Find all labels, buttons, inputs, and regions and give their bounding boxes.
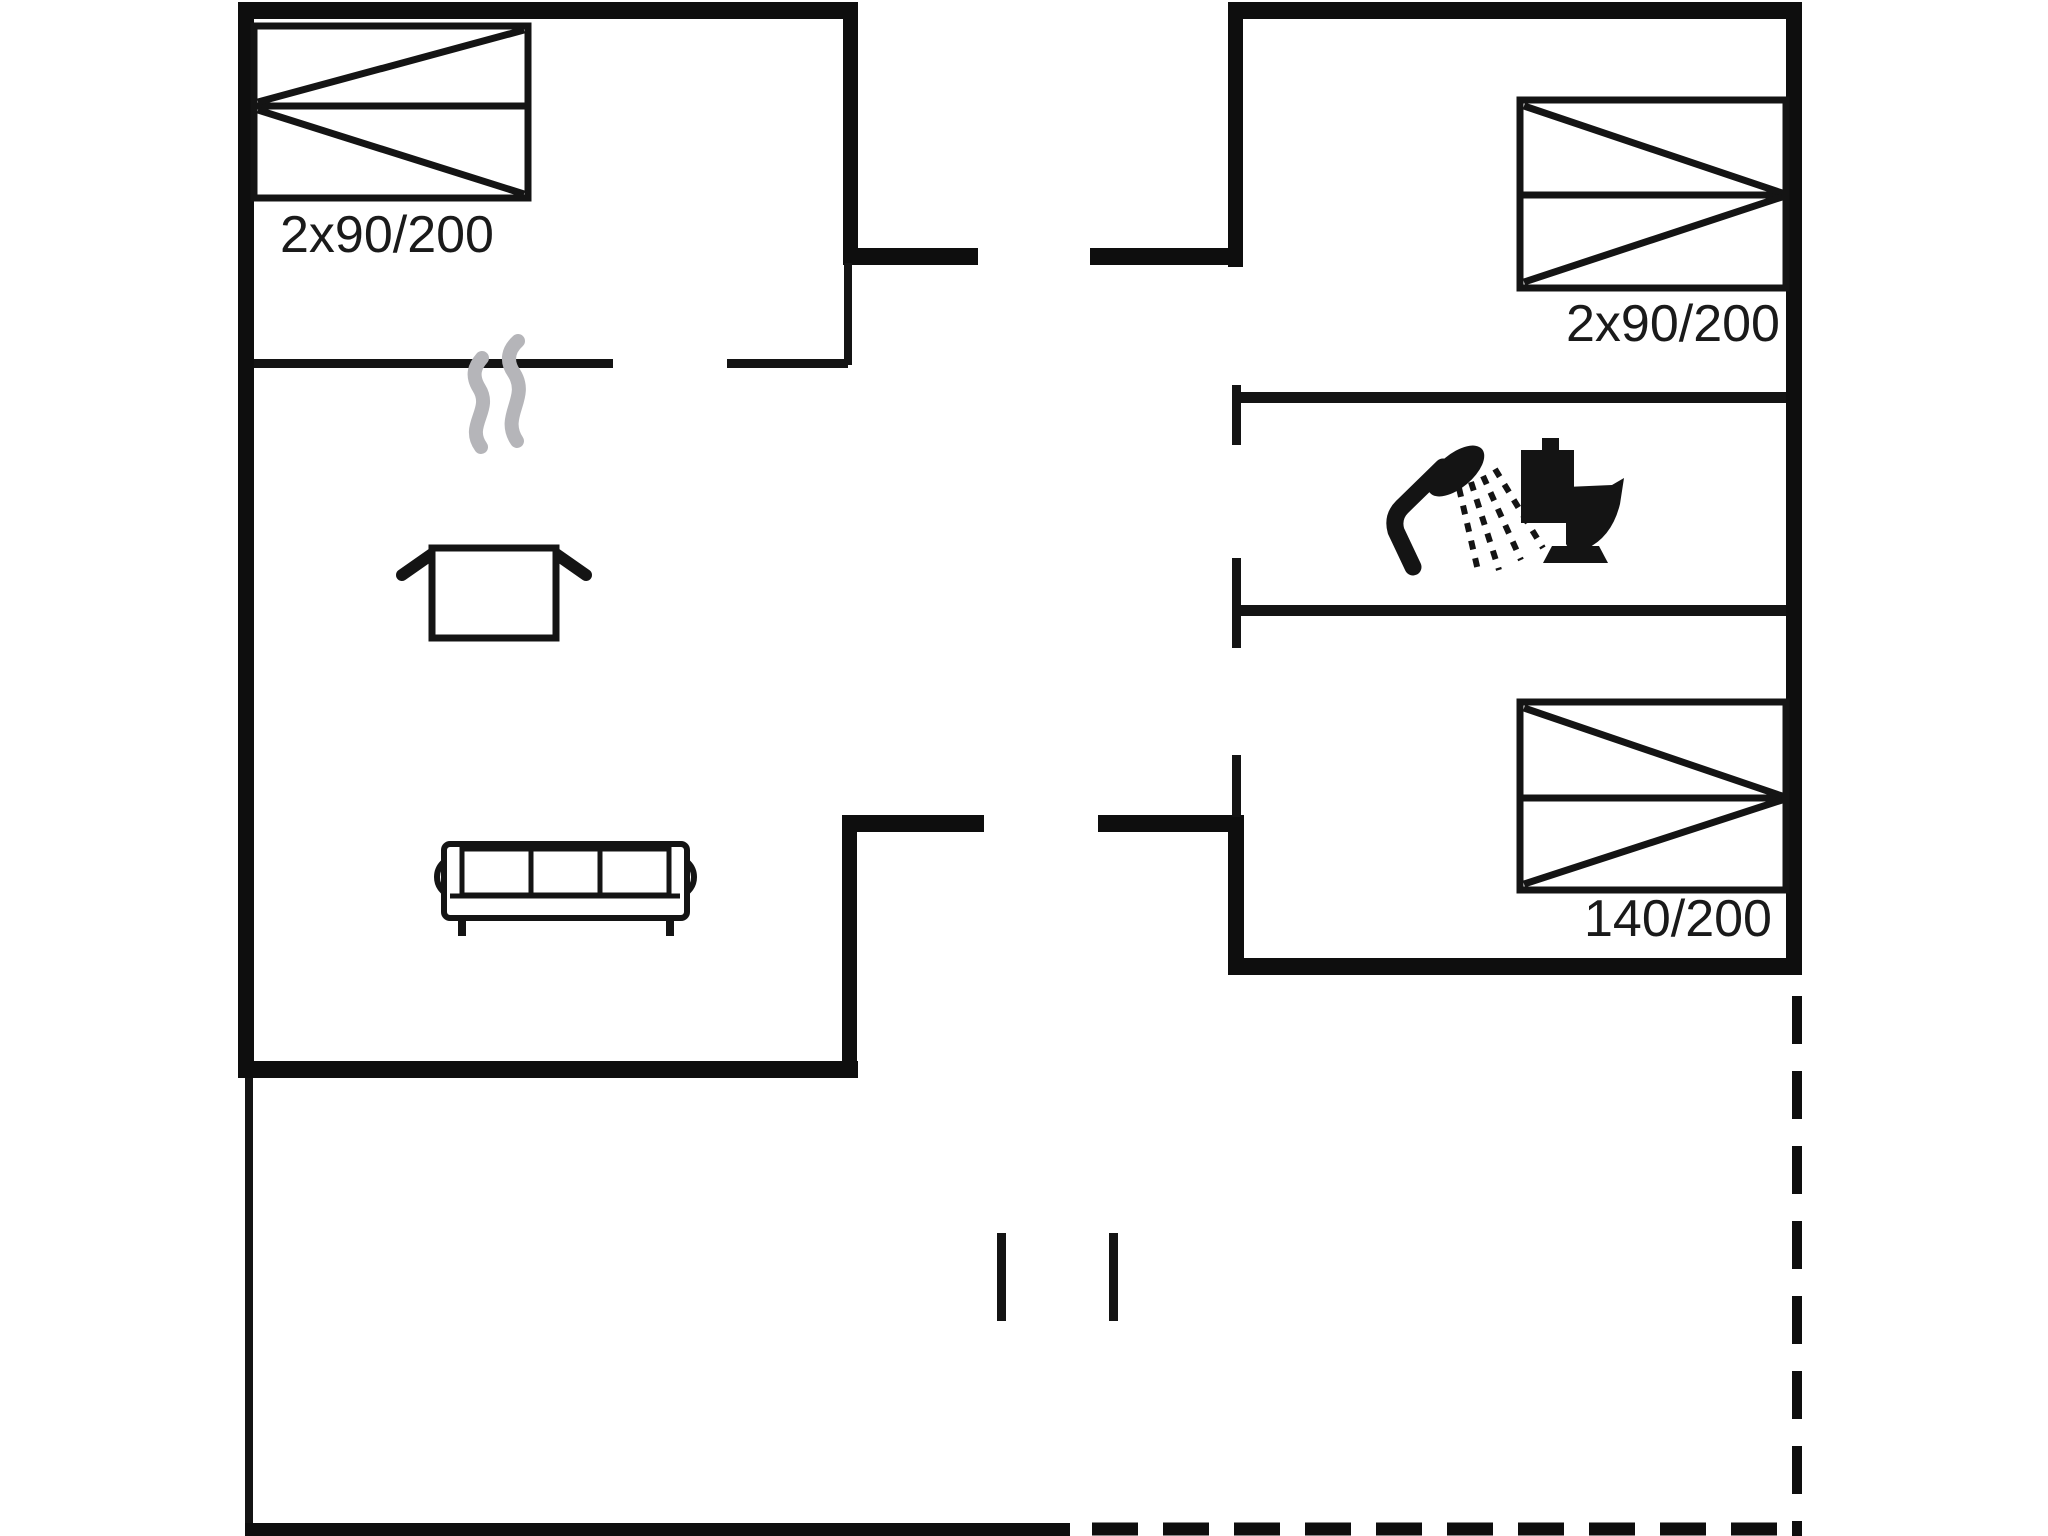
pot-body bbox=[428, 544, 560, 642]
wall-bedroom3-bottom bbox=[1228, 958, 1802, 975]
bed-bottom-right-icon bbox=[1516, 698, 1790, 894]
interior-walls bbox=[254, 263, 1786, 817]
wall-stub-bathroom-door bbox=[1232, 558, 1241, 648]
sofa-icon bbox=[434, 841, 697, 936]
wall-left bbox=[238, 2, 254, 1078]
cooking-pot-icon bbox=[396, 544, 592, 642]
door-markers bbox=[997, 1233, 1118, 1321]
toilet-icon bbox=[1521, 438, 1624, 563]
shower-icon bbox=[1386, 445, 1546, 576]
bed-duvet-line bbox=[1522, 704, 1784, 800]
shower-spray bbox=[1456, 467, 1546, 576]
wall-bathroom-south bbox=[1236, 605, 1786, 616]
bed-top-right-label: 2x90/200 bbox=[1566, 295, 1780, 353]
wall-entrance-stub-right bbox=[1090, 248, 1243, 265]
bed-top-left-icon bbox=[250, 22, 532, 202]
bed-top-right-icon bbox=[1516, 96, 1790, 292]
wall-top-right bbox=[1228, 2, 1802, 19]
sofa-cushions bbox=[459, 846, 672, 898]
sofa-leg bbox=[666, 914, 674, 936]
wall-entrance-stub-left bbox=[843, 248, 978, 265]
wall-bedroom1-south-left bbox=[254, 359, 613, 368]
wall-stub-bedroom3-door bbox=[1232, 755, 1241, 817]
bed-duvet-line bbox=[1522, 193, 1784, 286]
toilet-base bbox=[1543, 546, 1608, 563]
toilet-button bbox=[1542, 438, 1559, 452]
bed-outline bbox=[250, 22, 532, 202]
terrace-boundary bbox=[245, 996, 1802, 1536]
pot-handle-left bbox=[396, 548, 438, 581]
wall-right bbox=[1786, 2, 1802, 975]
door-marker-left bbox=[997, 1233, 1006, 1321]
bed-duvet-line bbox=[1522, 796, 1784, 888]
steam-curl bbox=[501, 334, 526, 448]
shower-hose bbox=[1386, 458, 1452, 576]
bed-bottom-right-label: 140/200 bbox=[1584, 890, 1772, 948]
door-marker-right bbox=[1109, 1233, 1118, 1321]
wall-hall-south-right bbox=[1098, 815, 1244, 832]
terrace-left-line bbox=[245, 1078, 253, 1536]
toilet-tank bbox=[1521, 450, 1574, 523]
wall-stub-bedroom2-door bbox=[1232, 385, 1241, 445]
terrace-bottom-solid-line bbox=[245, 1523, 1070, 1536]
wall-bedroom1-south-right bbox=[727, 359, 848, 368]
bed-duvet-line bbox=[256, 106, 526, 198]
wall-living-east bbox=[842, 832, 857, 1078]
wall-bedroom2-west bbox=[1228, 2, 1243, 267]
bed-top-left-label: 2x90/200 bbox=[280, 206, 494, 264]
steam-curl bbox=[467, 351, 491, 454]
bed-duvet-line bbox=[257, 26, 525, 106]
wall-bathroom-north bbox=[1236, 392, 1786, 403]
pot-handle-right bbox=[550, 548, 592, 581]
bed-duvet-line bbox=[1522, 102, 1784, 197]
wall-hall-south-left bbox=[842, 815, 984, 832]
exterior-walls bbox=[238, 2, 1802, 1078]
wall-bedroom1-east-thin bbox=[844, 263, 852, 365]
sofa-leg bbox=[458, 914, 466, 936]
shower-head bbox=[1427, 445, 1485, 497]
wall-top-left bbox=[238, 2, 858, 19]
wall-living-bottom bbox=[238, 1061, 858, 1078]
wall-bedroom3-west bbox=[1228, 815, 1244, 975]
steam-icon bbox=[467, 334, 526, 454]
wall-bedroom1-east bbox=[843, 2, 858, 263]
toilet-bowl bbox=[1566, 478, 1624, 551]
